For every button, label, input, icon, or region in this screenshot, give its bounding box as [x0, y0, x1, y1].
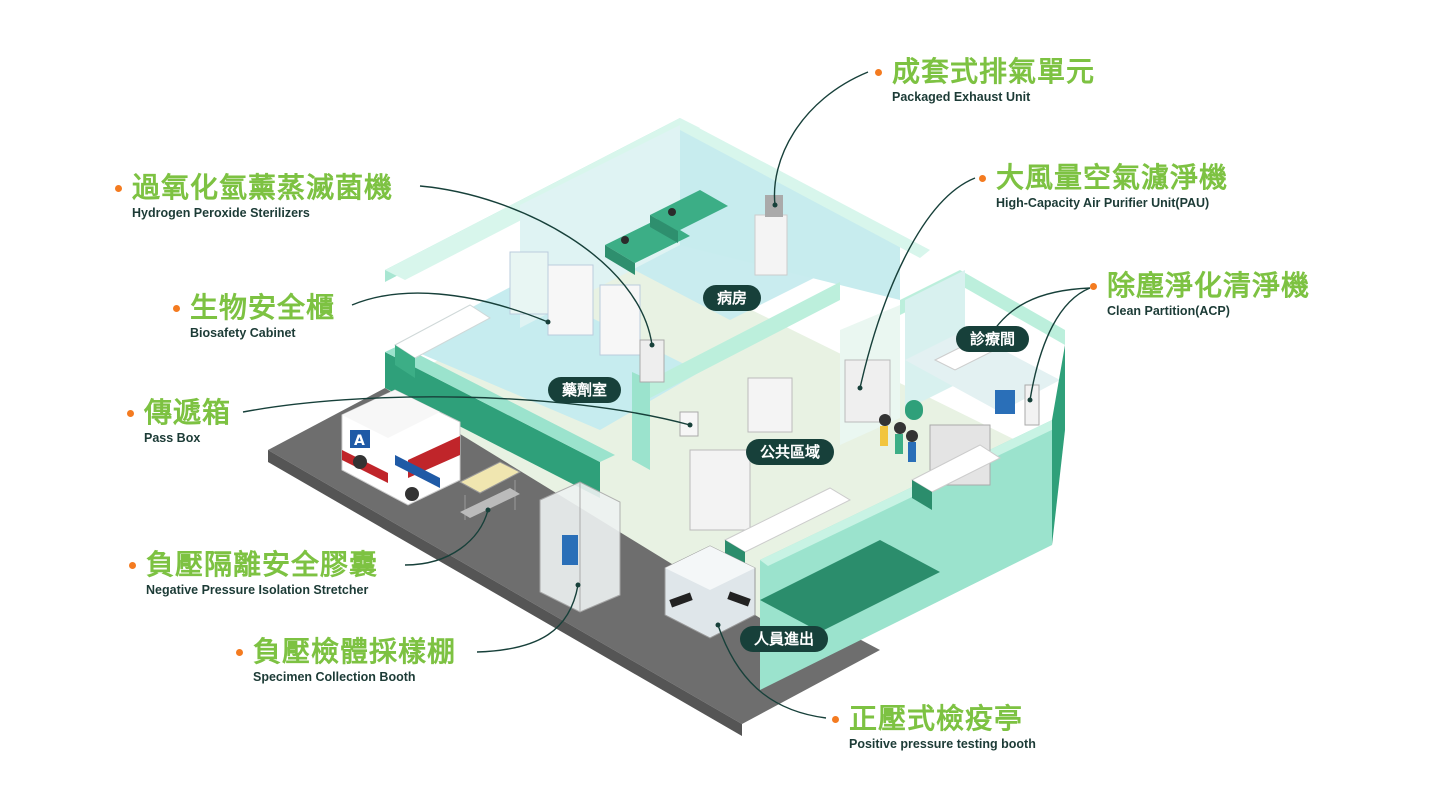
ward-wall-right: [680, 125, 900, 300]
label-acp: 除塵淨化清淨機 Clean Partition(ACP): [1090, 270, 1310, 318]
room-label-public: 公共區域: [746, 439, 835, 465]
bullet-dot: [129, 561, 136, 569]
label-zh: 成套式排氣單元: [892, 55, 1096, 88]
ambulance: A: [341, 389, 461, 506]
label-zh: 正壓式檢疫亭: [849, 702, 1024, 735]
label-en: Positive pressure testing booth: [849, 737, 1036, 751]
room-label-ward: 病房: [703, 285, 762, 311]
road-edge: [268, 450, 742, 736]
leader-lines: [242, 71, 1091, 719]
label-zh: 大風量空氣濾淨機: [996, 161, 1229, 194]
label-exhaust-unit: 成套式排氣單元 Packaged Exhaust Unit: [875, 56, 1095, 104]
exhaust-unit-device: [754, 195, 788, 276]
pharmacy-furniture: [394, 251, 665, 383]
label-specimen-booth: 負壓檢體採樣棚 Specimen Collection Booth: [236, 636, 456, 684]
front-wall-left-top: [385, 345, 615, 462]
label-en: Negative Pressure Isolation Stretcher: [146, 583, 369, 597]
leader-pau: [859, 177, 976, 389]
bullet-dot: [1090, 282, 1097, 290]
right-end-wall: [1052, 345, 1065, 545]
room-label-pharmacy: 藥劑室: [548, 377, 622, 403]
bullet-dot: [875, 68, 882, 76]
leader-passbox: [242, 396, 691, 426]
leader-positive: [717, 624, 827, 719]
label-zh: 過氧化氫薰蒸滅菌機: [132, 171, 394, 204]
isolation-stretcher: [458, 461, 522, 520]
label-pass-box: 傳遞箱 Pass Box: [127, 397, 231, 445]
leader-exhaust: [773, 71, 869, 206]
leader-h2o2: [419, 185, 653, 346]
bullet-dot: [127, 409, 134, 417]
label-isolation-stretcher: 負壓隔離安全膠囊 Negative Pressure Isolation Str…: [129, 549, 378, 597]
front-wall-left: [385, 352, 600, 498]
label-zh: 除塵淨化清淨機: [1107, 269, 1311, 302]
bullet-dot: [115, 184, 122, 192]
label-en: Clean Partition(ACP): [1107, 304, 1230, 318]
bullet-dot: [173, 304, 180, 312]
leader-booth: [476, 584, 579, 653]
bullet-dot: [236, 648, 243, 656]
label-en: Biosafety Cabinet: [190, 326, 296, 340]
label-en: Packaged Exhaust Unit: [892, 90, 1031, 104]
clinic-floor: [905, 330, 1060, 412]
specimen-booth: [539, 481, 621, 613]
ward-beds: [605, 190, 728, 275]
leader-bsc: [351, 292, 549, 323]
bullet-dot: [979, 174, 986, 182]
label-positive-booth: 正壓式檢疫亭 Positive pressure testing booth: [832, 703, 1036, 751]
public-area-furniture: [689, 359, 1002, 568]
bullet-dot: [832, 715, 839, 723]
label-zh: 負壓檢體採樣棚: [253, 635, 457, 668]
label-pau: 大風量空氣濾淨機 High-Capacity Air Purifier Unit…: [979, 162, 1228, 210]
label-h2o2-sterilizer: 過氧化氫薰蒸滅菌機 Hydrogen Peroxide Sterilizers: [115, 172, 393, 220]
room-label-clinic: 診療間: [956, 326, 1030, 352]
label-zh: 傳遞箱: [144, 396, 232, 429]
positive-pressure-booth: [664, 545, 756, 639]
partition-wall-side: [632, 372, 650, 470]
room-label-entrance: 人員進出: [740, 626, 829, 652]
back-wall-right-top: [680, 118, 930, 258]
ambulance-letter: A: [354, 433, 365, 449]
label-zh: 負壓隔離安全膠囊: [146, 548, 379, 581]
label-en: Hydrogen Peroxide Sterilizers: [132, 206, 310, 220]
entrance-step: [760, 540, 940, 632]
label-en: Specimen Collection Booth: [253, 670, 416, 684]
label-biosafety-cabinet: 生物安全櫃 Biosafety Cabinet: [173, 292, 335, 340]
label-zh: 生物安全櫃: [190, 291, 336, 324]
leader-acp-2: [1029, 287, 1091, 401]
partition-wall: [650, 282, 840, 398]
leader-stretcher: [404, 509, 489, 566]
label-en: High-Capacity Air Purifier Unit(PAU): [996, 196, 1210, 210]
label-en: Pass Box: [144, 431, 201, 445]
